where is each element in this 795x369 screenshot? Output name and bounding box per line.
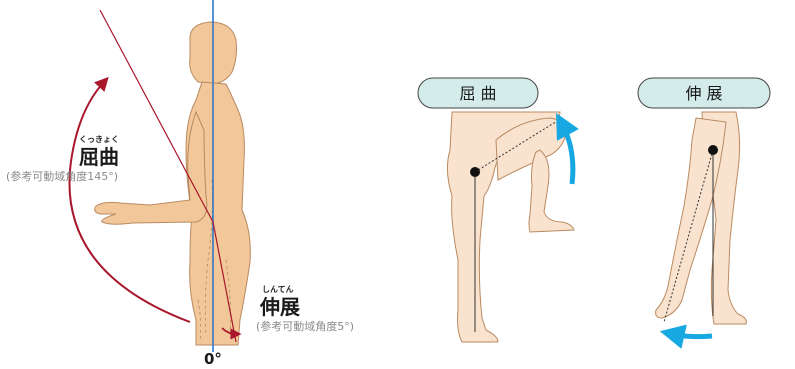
extension-leg-figure bbox=[656, 112, 747, 324]
flexion-pill: 屈 曲 bbox=[418, 78, 538, 108]
flexion-range-note: (参考可動域角度145°) bbox=[6, 169, 118, 183]
extension-hip-joint bbox=[708, 145, 718, 155]
flexion-ruby: くっきょく bbox=[79, 135, 119, 144]
extension-arrow bbox=[672, 334, 712, 337]
extension-label: 伸展 bbox=[259, 295, 300, 319]
flexion-leg-figure bbox=[447, 112, 574, 342]
extension-ruby: しんてん bbox=[262, 285, 294, 294]
flexion-pill-label: 屈 曲 bbox=[459, 84, 496, 103]
zero-degree-label: 0° bbox=[204, 350, 222, 368]
extension-pill-label: 伸 展 bbox=[685, 84, 722, 103]
extension-range-note: (参考可動域角度5°) bbox=[256, 319, 354, 333]
flexion-hip-joint bbox=[470, 167, 480, 177]
flexion-label: 屈曲 bbox=[79, 145, 119, 169]
extension-pill: 伸 展 bbox=[638, 78, 770, 108]
flexion-arrow bbox=[562, 124, 573, 184]
